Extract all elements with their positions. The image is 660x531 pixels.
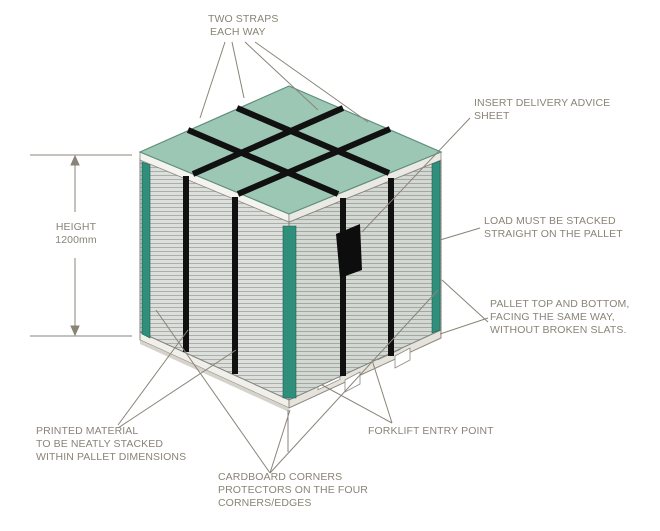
corner-protector-right xyxy=(431,160,441,334)
corner-protector-left xyxy=(141,161,151,339)
label-printed-material: PRINTED MATERIAL TO BE NEATLY STACKED WI… xyxy=(36,425,187,463)
label-two-straps: TWO STRAPS EACH WAY xyxy=(208,13,279,38)
label-insert-delivery-advice: INSERT DELIVERY ADVICE SHEET xyxy=(474,97,611,122)
delivery-advice-sheet-icon xyxy=(336,224,362,278)
height-title: HEIGHT xyxy=(55,221,97,233)
front-straps xyxy=(183,176,238,374)
label-forklift-entry: FORKLIFT ENTRY POINT xyxy=(368,425,494,437)
height-value: 1200mm xyxy=(55,234,97,246)
label-height: HEIGHT 1200mm xyxy=(46,221,106,247)
label-pallet-top-bottom: PALLET TOP AND BOTTOM, FACING THE SAME W… xyxy=(490,298,630,336)
leader-lines xyxy=(117,41,489,474)
height-dimension xyxy=(30,154,132,337)
side-straps xyxy=(340,178,394,376)
corner-protector-front xyxy=(282,225,297,399)
label-cardboard-corners: CARDBOARD CORNERS PROTECTORS ON THE FOUR… xyxy=(218,471,368,509)
top-straps xyxy=(186,105,392,197)
label-load-stacked: LOAD MUST BE STACKED STRAIGHT ON THE PAL… xyxy=(484,215,623,240)
corner-protectors xyxy=(141,160,441,399)
pallet-deck-front xyxy=(140,340,289,412)
